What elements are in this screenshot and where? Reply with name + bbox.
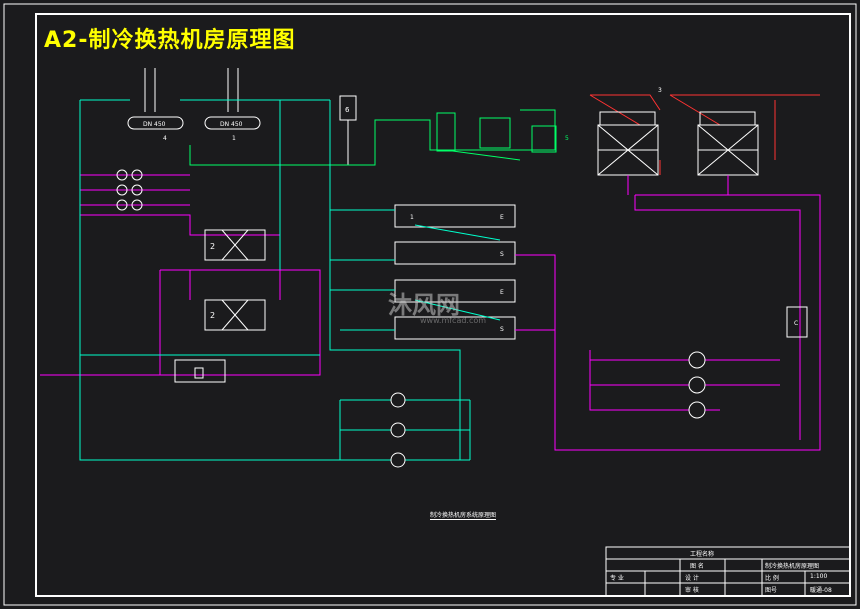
tag-4: 4	[163, 135, 167, 142]
chiller-4: S	[394, 316, 516, 340]
tag-1: 1	[232, 135, 236, 142]
title-block-drawing-name: 制冷换热机房原理图	[765, 563, 820, 570]
chiller-4-code: S	[500, 326, 504, 333]
divider-right: DN 450	[204, 116, 261, 130]
title-block-checker-label: 审 核	[685, 587, 699, 594]
chiller-2-code: S	[500, 251, 504, 258]
chilled-water-pumps	[339, 392, 471, 468]
expansion-tank: 6	[339, 95, 357, 165]
chiller-1-tag: 1	[410, 214, 414, 221]
chiller-1: 1 E	[394, 204, 516, 228]
divider-right-label: DN 450	[220, 121, 243, 128]
outer-frame	[3, 3, 857, 606]
hx-1-tag: 2	[210, 242, 215, 251]
chiller-1-code: E	[500, 214, 504, 221]
drawing-caption: 制冷换热机房系统原理图	[430, 512, 497, 520]
title-block-drawing-label: 图 名	[690, 563, 704, 570]
chiller-cooling-piping	[515, 194, 821, 451]
side-pump-c: C	[786, 306, 808, 338]
title-block-scale-value: 1:100	[810, 573, 828, 580]
heat-exchanger-1: 2	[204, 229, 266, 261]
cooling-tower-outlets	[627, 175, 729, 195]
water-treatment-equipment: 5	[189, 109, 569, 166]
left-pumps	[116, 169, 143, 211]
watermark-logo: 沐风网	[388, 291, 460, 319]
left-supply-loop	[40, 174, 321, 376]
tag-3: 3	[658, 87, 662, 94]
title-block-major-label: 专 业	[610, 575, 624, 582]
drawing-title: A2-制冷换热机房原理图	[44, 28, 296, 53]
hx-2-tag: 2	[210, 311, 215, 320]
title-block-drawing-no-label: 图号	[765, 587, 778, 594]
bottom-valve-box	[174, 359, 226, 383]
inner-frame	[35, 13, 851, 597]
cooling-water-pumps	[688, 351, 706, 419]
tag-5: 5	[565, 135, 569, 142]
chiller-3: E	[394, 279, 516, 303]
title-block-grid	[605, 546, 851, 597]
title-block-drawing-no-value: 暖通-08	[810, 587, 832, 594]
chiller-3-code: E	[500, 289, 504, 296]
watermark-url: www.mfcad.com	[420, 316, 487, 325]
left-return-loop	[79, 100, 461, 461]
title-block-designer-label: 设 计	[685, 575, 699, 582]
cooling-tower-2	[697, 111, 759, 176]
title-block-project: 工程名称	[690, 551, 715, 558]
divider-left-label: DN 450	[143, 121, 166, 128]
chiller-2: S	[394, 241, 516, 265]
chiller-piping	[330, 209, 501, 331]
cooling-tower-piping	[589, 94, 820, 175]
divider-left: DN 450	[127, 116, 184, 130]
cooling-tower-1	[597, 111, 659, 176]
pump-c-tag: C	[794, 320, 798, 327]
title-block-scale-label: 比 例	[765, 575, 779, 582]
heat-exchanger-2: 2	[204, 299, 266, 331]
tag-6: 6	[345, 106, 350, 114]
header-pipes	[80, 68, 330, 112]
